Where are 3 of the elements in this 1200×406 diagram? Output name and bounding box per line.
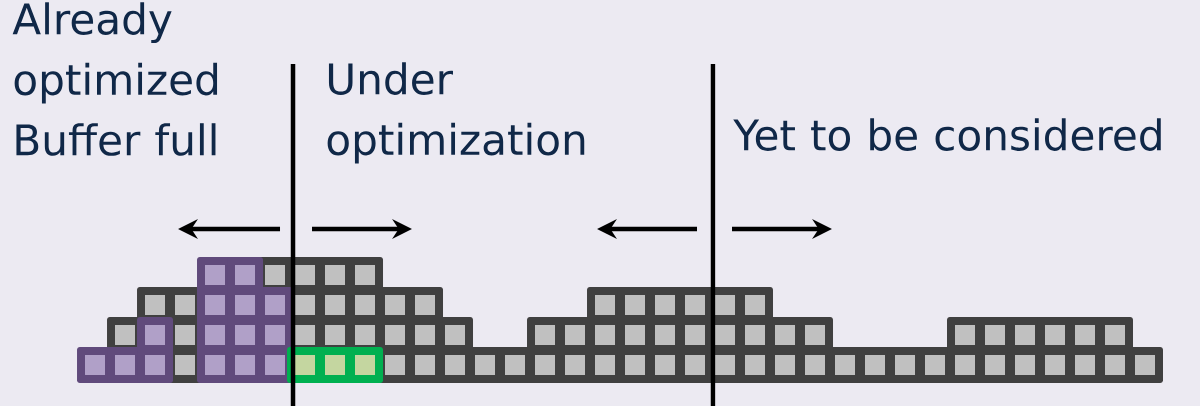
section-label: Under optimization xyxy=(327,62,585,164)
section-label: Yet to be considered xyxy=(733,118,1161,151)
section-label: Already optimized Buffer full xyxy=(12,2,218,156)
